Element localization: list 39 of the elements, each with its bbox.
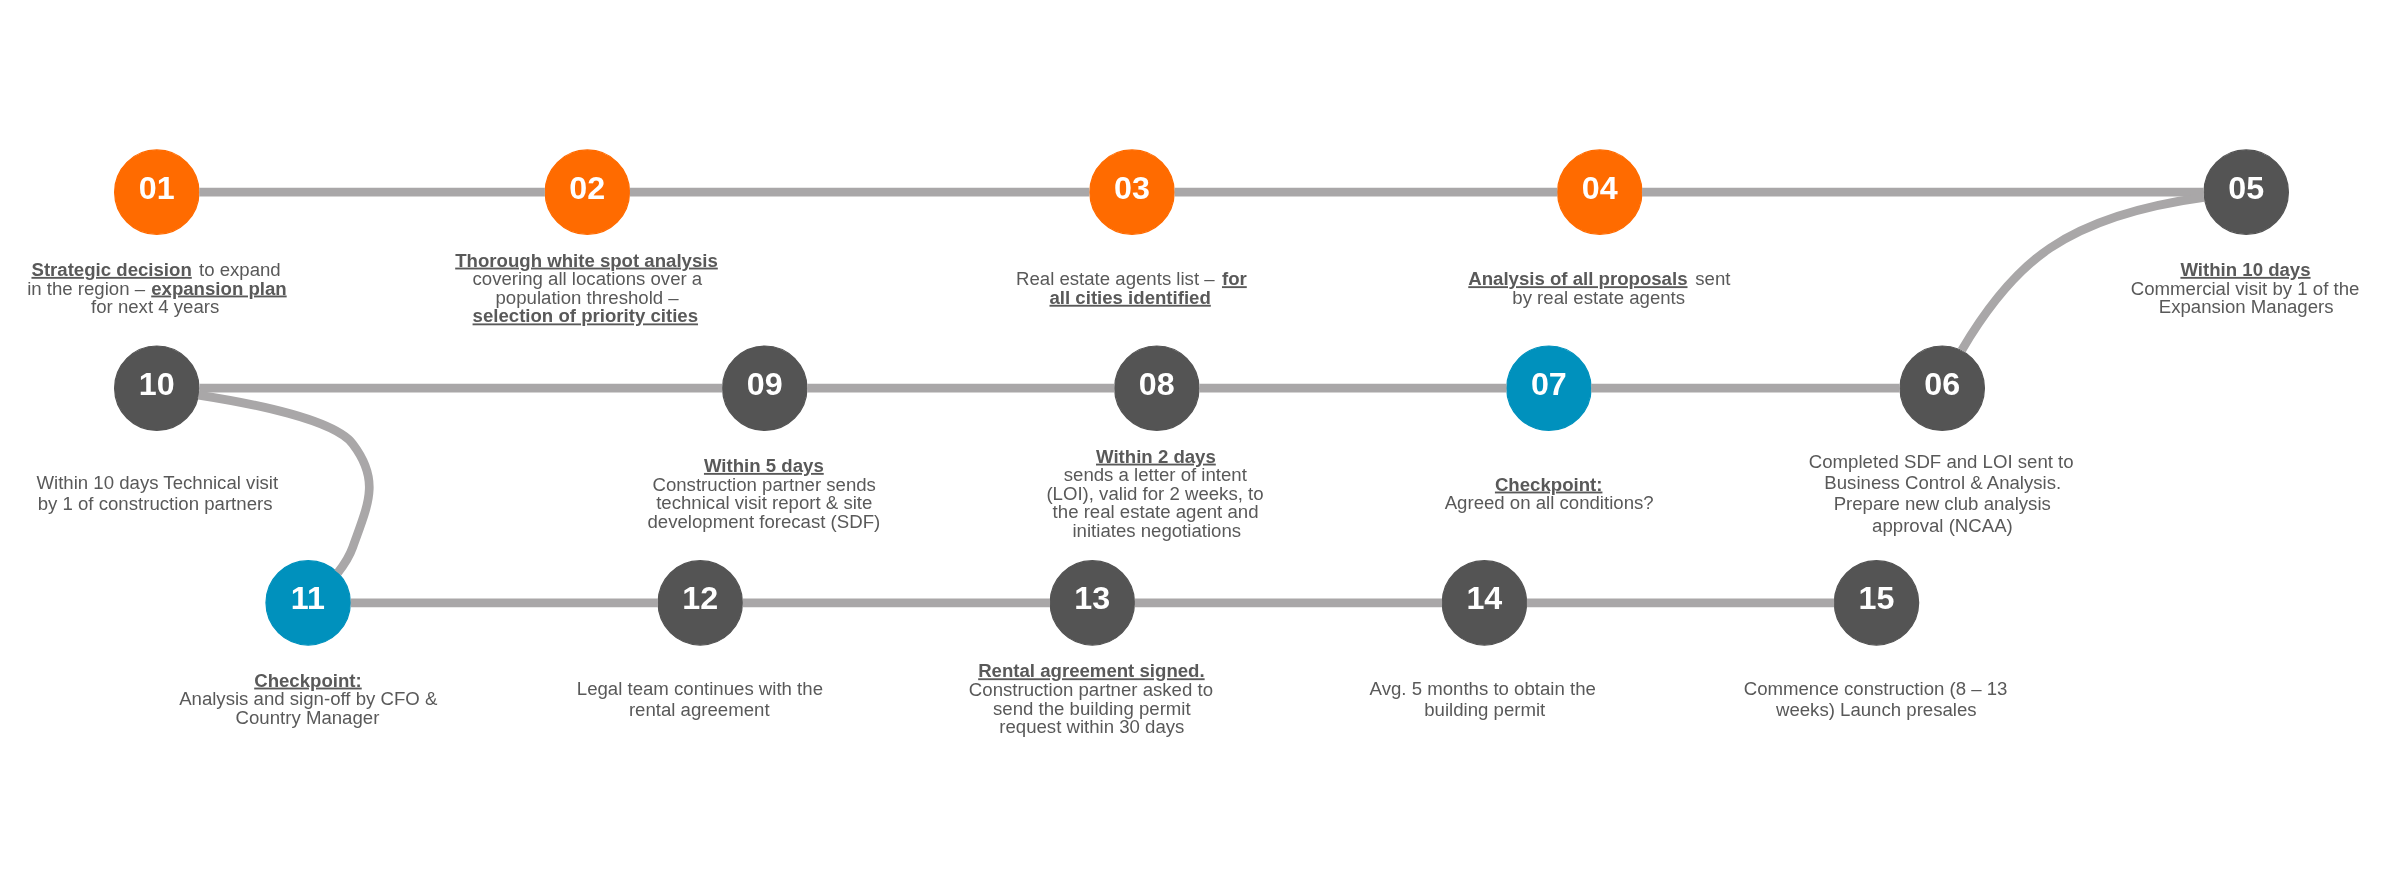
node-label: Checkpoint: [1494, 473, 1603, 495]
connector [1642, 187, 2204, 197]
node-circle: 04 [1556, 149, 1643, 235]
node-circle: 07 [1506, 345, 1592, 431]
connector [197, 390, 374, 576]
node-circle: 06 [1899, 345, 1986, 431]
node-label: Strategic decision to expand in the region – expansion plan for next 4 years [27, 258, 287, 318]
node-circle: 14 [1441, 560, 1528, 646]
node-circle: 12 [657, 560, 744, 646]
connector [1134, 598, 1443, 608]
node-label: Thorough white spot analysis covering all locations over a population threshold – selection of priority cities [455, 249, 718, 327]
node-circle: 01 [114, 149, 200, 235]
node-circle: 13 [1049, 560, 1136, 646]
node-label: Real estate agents list – for all cities identified [1016, 268, 1247, 308]
node-label: Commence construction (8 – 13 weeks) Launch presales [1743, 677, 2008, 720]
connector [1199, 383, 1507, 393]
node-label: Within 10 days Technical visit by 1 of construction partners [36, 472, 279, 515]
connector [1591, 383, 1900, 393]
node-label: Completed SDF and LOI sent to Business Control & Analysis. Prepare new club analysis approval (NCAA) [1808, 451, 2074, 536]
node-circle: 03 [1089, 149, 1175, 235]
node-label: Legal team continues with the rental agreement [576, 677, 824, 720]
connector [742, 598, 1050, 608]
connector [629, 187, 1090, 197]
connector [807, 383, 1115, 393]
node-circle: 02 [544, 149, 631, 235]
connector [1526, 598, 1835, 608]
node-circle: 15 [1833, 560, 1920, 646]
node-circle: 08 [1114, 345, 1200, 431]
connector [199, 187, 545, 197]
node-circle: 05 [2203, 149, 2289, 235]
node-label: Avg. 5 months to obtain the building permit [1369, 677, 1596, 720]
connector [1174, 187, 1558, 197]
node-label: Analysis of all proposals sent by real estate agents [1468, 268, 1731, 308]
connector [199, 383, 723, 393]
connector [1958, 193, 2205, 353]
connector [350, 598, 658, 608]
node-circle: 11 [265, 560, 351, 646]
node-circle: 09 [721, 345, 808, 431]
node-circle: 10 [114, 345, 200, 431]
